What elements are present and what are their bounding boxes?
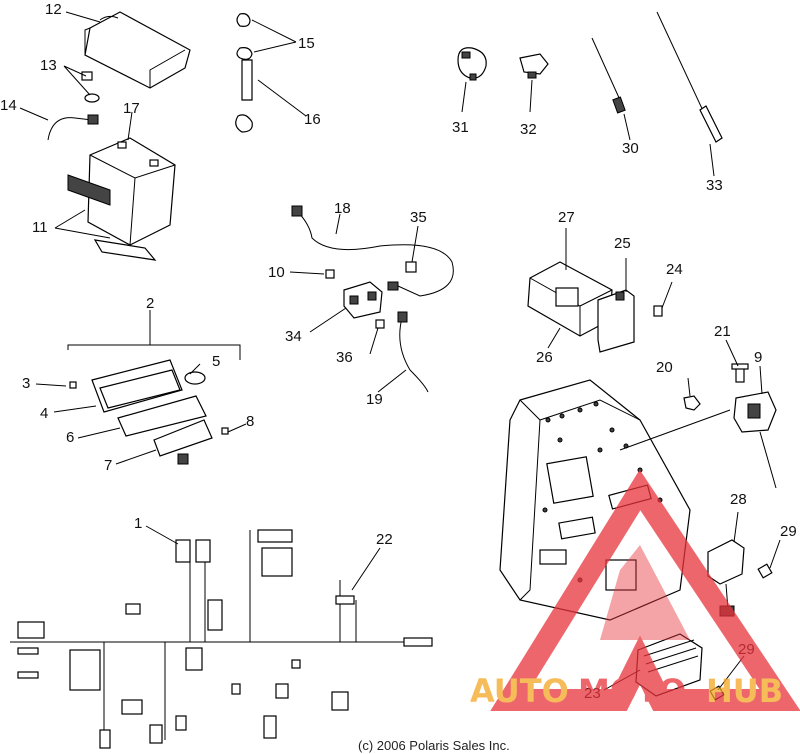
hold-down-strap-part: [235, 13, 253, 133]
callout-5: 5: [212, 353, 220, 370]
callout-15: 15: [298, 35, 315, 52]
callout-26: 26: [536, 349, 553, 366]
cable-19-part: [397, 311, 429, 393]
callout-14: 14: [0, 97, 17, 114]
sensor-9-part: [733, 391, 777, 489]
bolt-21-part: [731, 363, 749, 383]
watermark-logo: AUTO MOTO HUB: [470, 469, 800, 711]
callout-6: 6: [66, 429, 74, 446]
callout-9: 9: [754, 349, 762, 366]
wire-harness-part: [10, 529, 433, 749]
battery-bolt-part: [81, 71, 100, 103]
callout-31: 31: [452, 119, 469, 136]
leader-lines: [19, 11, 781, 691]
tail-light-assembly: [67, 344, 241, 465]
antenna-33-part: [656, 11, 723, 143]
copyright-text: (c) 2006 Polaris Sales Inc.: [358, 738, 510, 753]
callout-17: 17: [123, 100, 140, 117]
callout-16: 16: [304, 111, 321, 128]
callout-22: 22: [376, 531, 393, 548]
callout-13: 13: [40, 57, 57, 74]
callout-34: 34: [285, 328, 302, 345]
switch-31-part: [457, 47, 487, 81]
callout-10: 10: [268, 264, 285, 281]
antenna-30-part: [591, 37, 626, 114]
nut-35-part: [405, 261, 417, 273]
callout-21: 21: [714, 323, 731, 340]
battery-part: [67, 137, 176, 261]
callout-19: 19: [366, 391, 383, 408]
callout-numbers: 12 13 14 17 11 15 16 31 32 30 33 18 35 1…: [0, 1, 797, 702]
callout-2: 2: [146, 295, 154, 312]
callout-18: 18: [334, 200, 351, 217]
callout-35: 35: [410, 209, 427, 226]
callout-25: 25: [614, 235, 631, 252]
solenoid-34-part: [343, 281, 383, 319]
battery-cable-part: [47, 114, 99, 141]
callout-32: 32: [520, 121, 537, 138]
callout-1: 1: [134, 515, 142, 532]
callout-11: 11: [32, 219, 48, 236]
callout-28: 28: [730, 491, 747, 508]
switch-32-part: [519, 53, 549, 79]
callout-30: 30: [622, 140, 639, 157]
callout-27: 27: [558, 209, 575, 226]
nut-20-part: [683, 395, 701, 411]
callout-7: 7: [104, 457, 112, 474]
mounting-panel-part: [499, 379, 731, 621]
watermark-auto: AUTO: [470, 672, 569, 710]
callout-20: 20: [656, 359, 673, 376]
bolt-10-part: [325, 269, 335, 279]
battery-cover-part: [84, 11, 191, 89]
callout-4: 4: [40, 405, 48, 422]
callout-33: 33: [706, 177, 723, 194]
nut-36-part: [375, 319, 385, 329]
screw-29a-part: [757, 563, 773, 579]
callout-24: 24: [666, 261, 683, 278]
callout-29a: 29: [780, 523, 797, 540]
screw-24-part: [653, 305, 663, 317]
watermark-hub: HUB: [706, 672, 783, 710]
bracket-25-part: [597, 289, 635, 353]
watermark-moto: MOTO: [578, 672, 686, 710]
callout-12: 12: [45, 1, 62, 18]
cable-18-part: [291, 205, 454, 297]
callout-36: 36: [336, 349, 353, 366]
callout-3: 3: [22, 375, 30, 392]
callout-8: 8: [246, 413, 254, 430]
